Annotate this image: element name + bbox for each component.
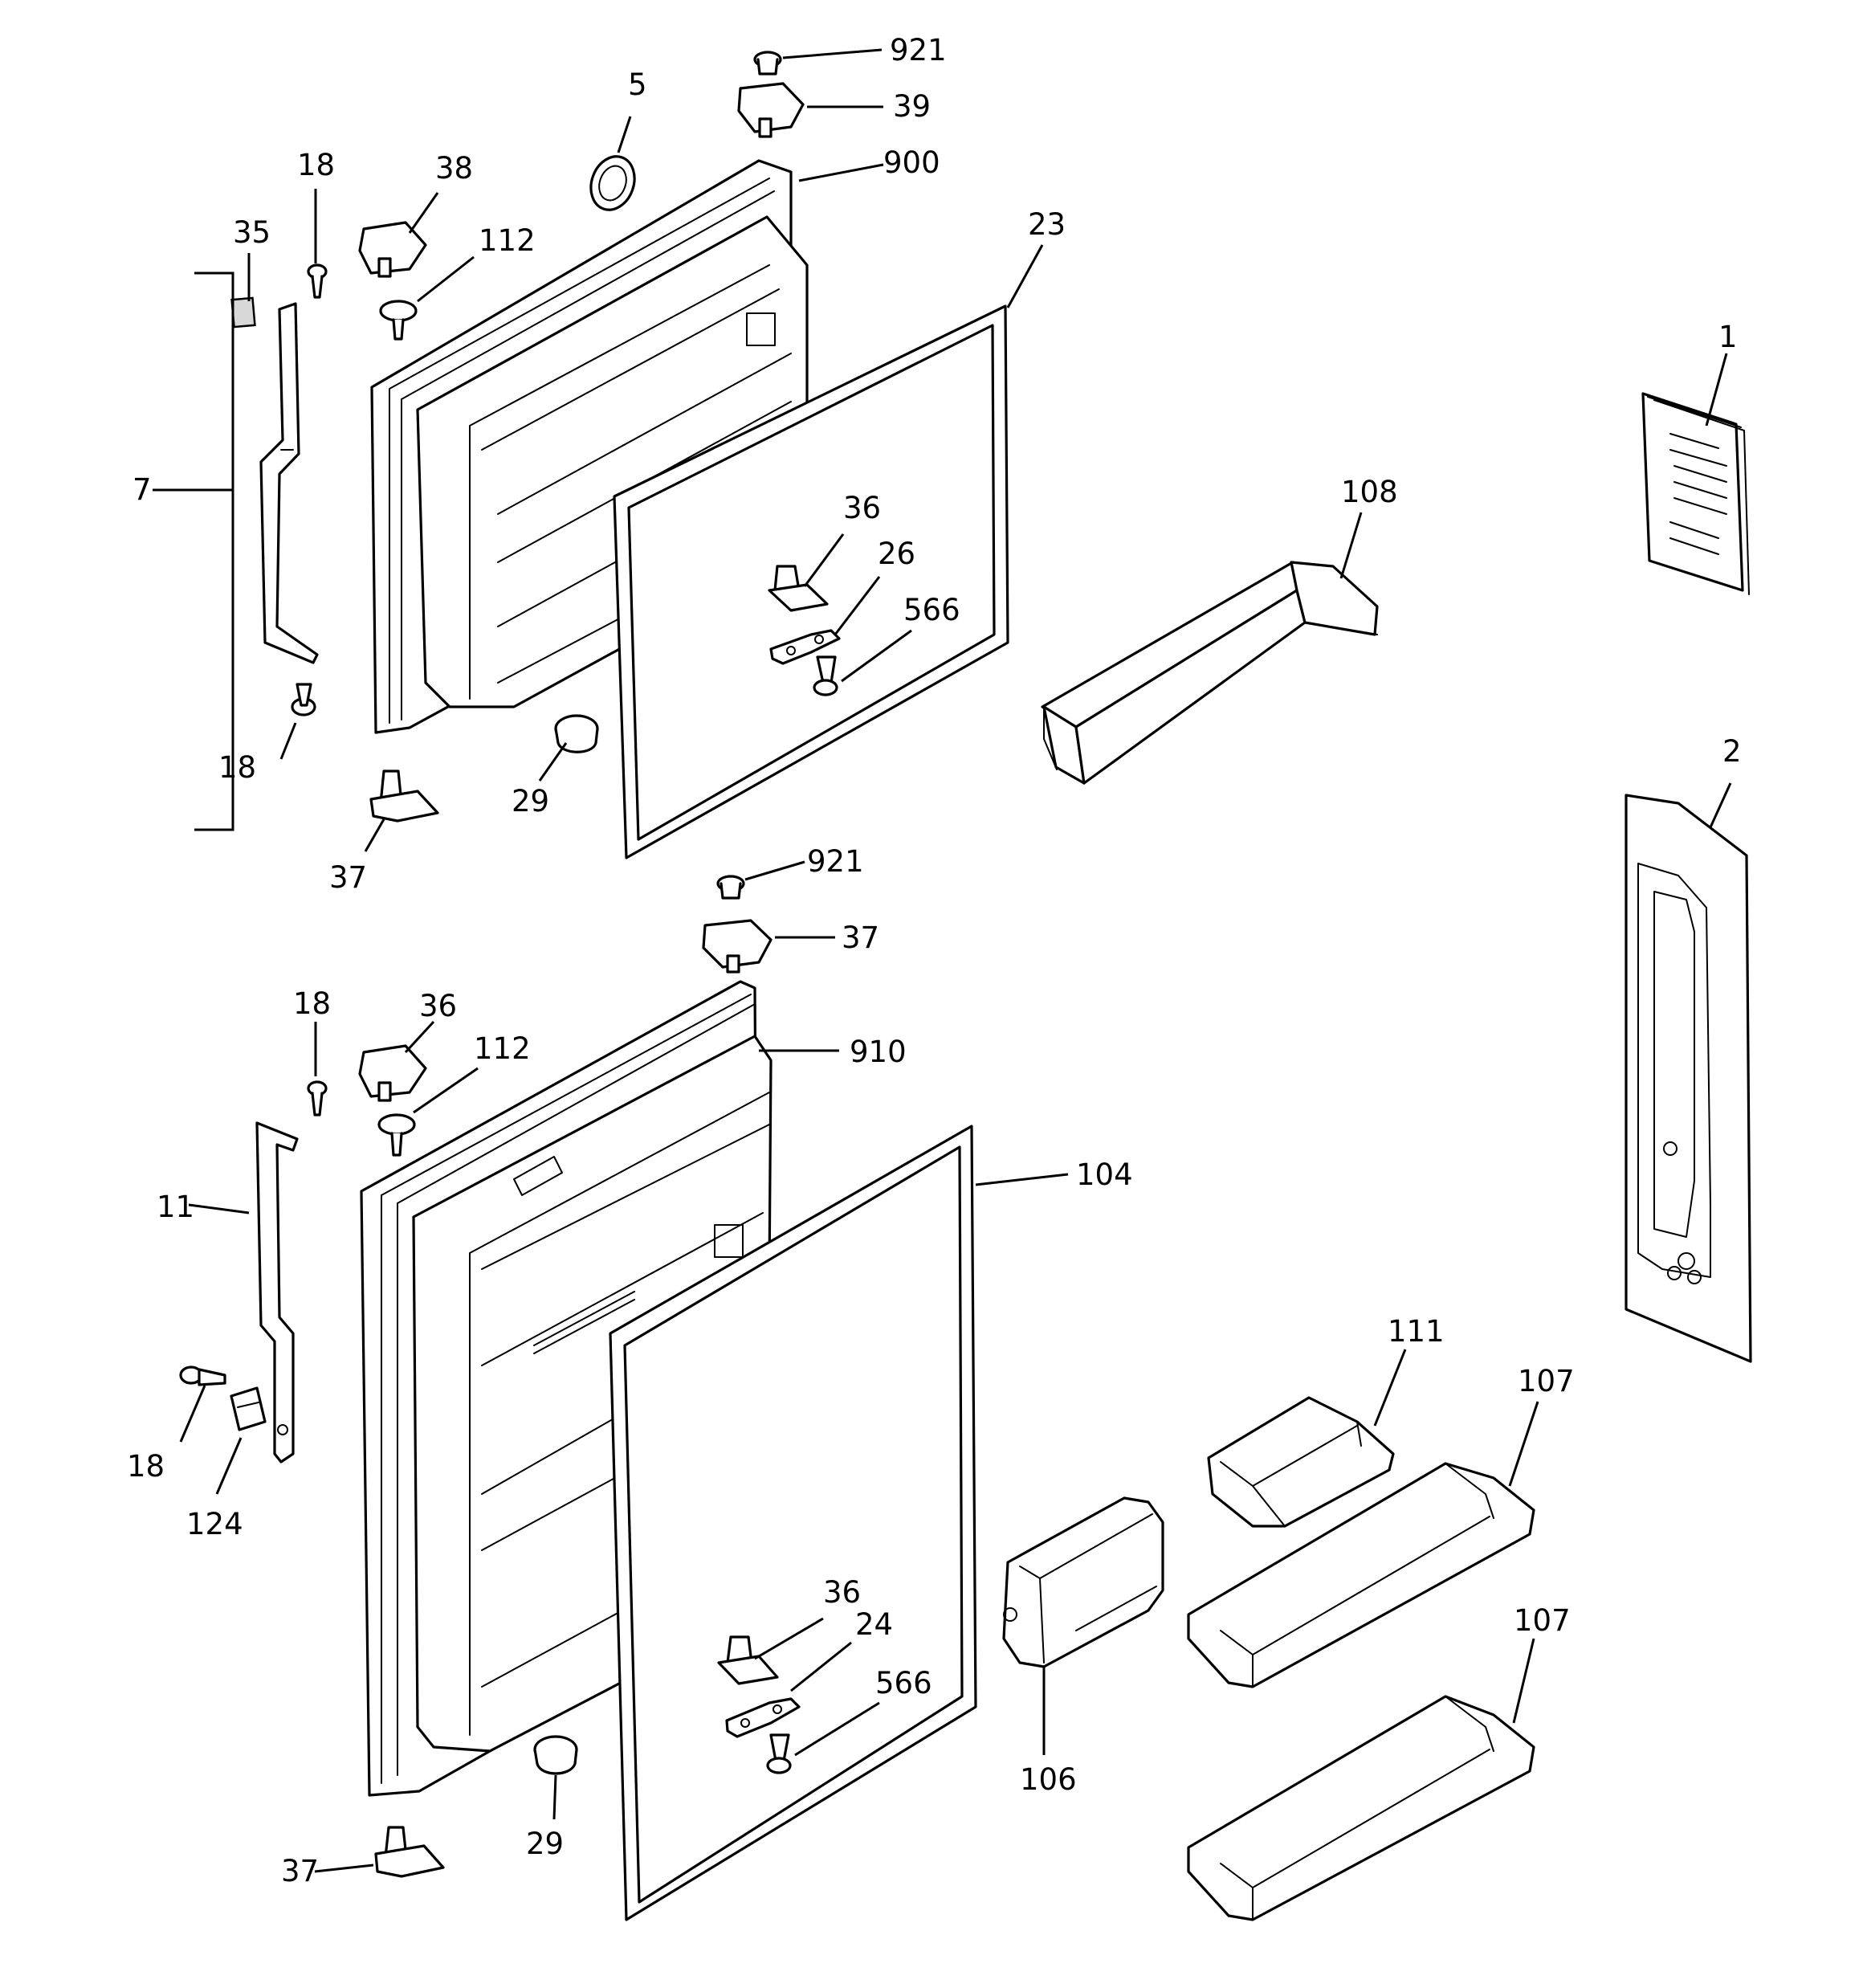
callout-108: 108 [1341, 475, 1398, 509]
dairy-compartment-106 [1002, 1496, 1164, 1668]
bin-108 [1041, 561, 1379, 785]
callout-29-bottom: 29 [526, 1827, 564, 1861]
callout-566-bottom: 566 [875, 1666, 932, 1700]
callout-900: 900 [883, 145, 940, 180]
freezer-door-hardware [291, 51, 841, 823]
callout-38: 38 [435, 151, 473, 186]
callout-910: 910 [850, 1035, 907, 1069]
callout-labels: 921 39 5 900 38 18 35 112 23 7 1 108 36 … [127, 33, 1742, 1888]
callout-11: 11 [157, 1190, 194, 1224]
callout-36-mid: 36 [419, 989, 457, 1023]
callout-35: 35 [233, 215, 271, 250]
manual-1 [1641, 392, 1750, 595]
bin-111 [1207, 1396, 1395, 1528]
callout-124: 124 [186, 1507, 243, 1541]
bin-107-lower [1187, 1695, 1535, 1921]
bin-107-upper [1187, 1462, 1535, 1688]
callout-36-top: 36 [843, 491, 881, 525]
callout-112-lower: 112 [474, 1031, 531, 1066]
callout-921-top: 921 [890, 33, 947, 67]
callout-104: 104 [1076, 1157, 1133, 1192]
callout-18-bottom: 18 [127, 1449, 165, 1484]
callout-26: 26 [878, 537, 915, 571]
callout-36-bottom: 36 [823, 1575, 861, 1610]
callout-1: 1 [1718, 320, 1738, 354]
callout-5: 5 [628, 67, 647, 102]
fresh-food-gasket-104 [609, 1125, 977, 1921]
callout-37-top: 37 [329, 860, 367, 895]
callout-2: 2 [1722, 734, 1742, 769]
fresh-food-door-hardware [179, 875, 801, 1878]
callout-112-top: 112 [479, 223, 536, 258]
callout-566-top: 566 [903, 593, 960, 627]
callout-24: 24 [855, 1607, 893, 1642]
callout-37-mid: 37 [842, 921, 879, 955]
callout-37-bottom: 37 [281, 1854, 319, 1888]
trim-35 [230, 296, 256, 329]
callout-39: 39 [893, 89, 931, 124]
callout-107-lower: 107 [1514, 1603, 1571, 1638]
callout-18-top: 18 [297, 148, 335, 182]
leader-lines [153, 48, 1732, 1873]
callout-29-top: 29 [512, 784, 549, 818]
callout-106: 106 [1020, 1762, 1077, 1797]
callout-111: 111 [1388, 1314, 1445, 1349]
freezer-gasket-23 [613, 304, 1009, 859]
fresh-food-handle-11 [255, 1121, 299, 1463]
freezer-handle-assembly-7 [230, 296, 319, 664]
callout-18-lower: 18 [293, 986, 331, 1021]
callout-18-mid: 18 [218, 750, 256, 785]
callout-921-mid: 921 [807, 844, 864, 879]
callout-7: 7 [132, 472, 152, 507]
liner-panel-2 [1625, 794, 1752, 1363]
callout-23: 23 [1028, 207, 1066, 242]
callout-107-upper: 107 [1518, 1364, 1575, 1398]
